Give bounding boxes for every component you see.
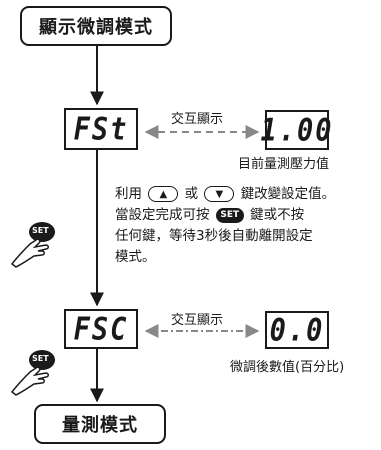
up-arrow-button-icon: ▲ [148,186,179,202]
instr-change-value: 鍵改變設定值。 [240,186,336,202]
caption-current-pressure: 目前量測壓力值 [238,157,330,172]
hand-press-set-icon: SET [8,220,60,272]
instr-use: 利用 [115,186,142,202]
display-value-1: 1.00 [260,110,332,150]
set-button-icon: SET [215,207,244,223]
display-fsc-text: FSC [73,311,129,347]
instr-or: 或 [184,186,199,202]
display-fsc: FSC [64,309,138,349]
instr-or-no-press: 鍵或不按 [250,207,305,223]
instr-when-done: 當設定完成可按 [115,207,210,223]
hand-set-text-1: SET [32,226,49,235]
instr-line3: 任何鍵，等待3秒後自動離開設定 [115,228,313,244]
hand-set-text-2: SET [32,354,49,363]
instr-line4: 模式。 [115,249,156,265]
caption-adjusted-value: 微調後數值(百分比) [230,360,345,375]
exchange-label-2: 交互顯示 [171,313,224,328]
end-mode-box: 量測模式 [34,404,166,444]
display-value-2-text: 0.0 [269,312,325,348]
display-value-1-text: 1.00 [260,112,334,148]
start-mode-box: 顯示微調模式 [20,6,172,46]
display-fst-text: FSt [73,111,129,147]
exchange-label-1: 交互顯示 [171,112,224,127]
end-mode-label: 量測模式 [62,415,138,436]
down-arrow-button-icon: ▼ [204,186,235,202]
display-value-2: 0.0 [265,311,329,349]
display-fst: FSt [64,108,138,150]
start-mode-label: 顯示微調模式 [39,17,153,38]
hand-press-set-icon-2: SET [8,348,60,400]
instruction-text: 利用 ▲ 或 ▼ 鍵改變設定值。 當設定完成可按 SET 鍵或不按 任何鍵，等待… [115,184,373,268]
